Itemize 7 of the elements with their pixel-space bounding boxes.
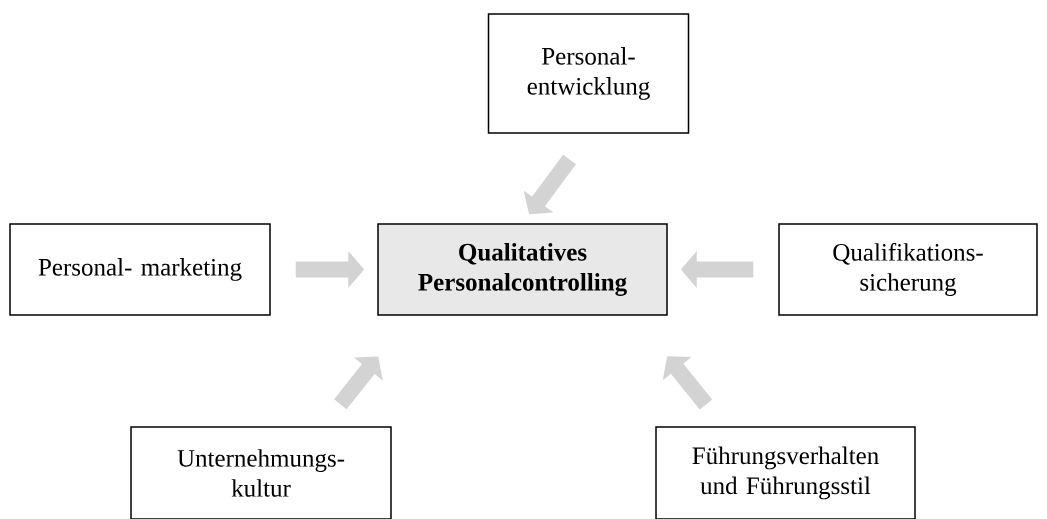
process-box: Qualifikations- sicherung [778,223,1038,316]
process-box: Personal- entwicklung [487,13,690,134]
process-box: Unternehmungs- kultur [130,426,392,519]
highlighted-box: Qualitatives Personalcontrolling [377,223,668,316]
block-arrow [662,356,713,410]
process-box: Führungsverhalten und Führungsstil [655,426,916,519]
process-box: Personal- marketing [9,223,271,316]
